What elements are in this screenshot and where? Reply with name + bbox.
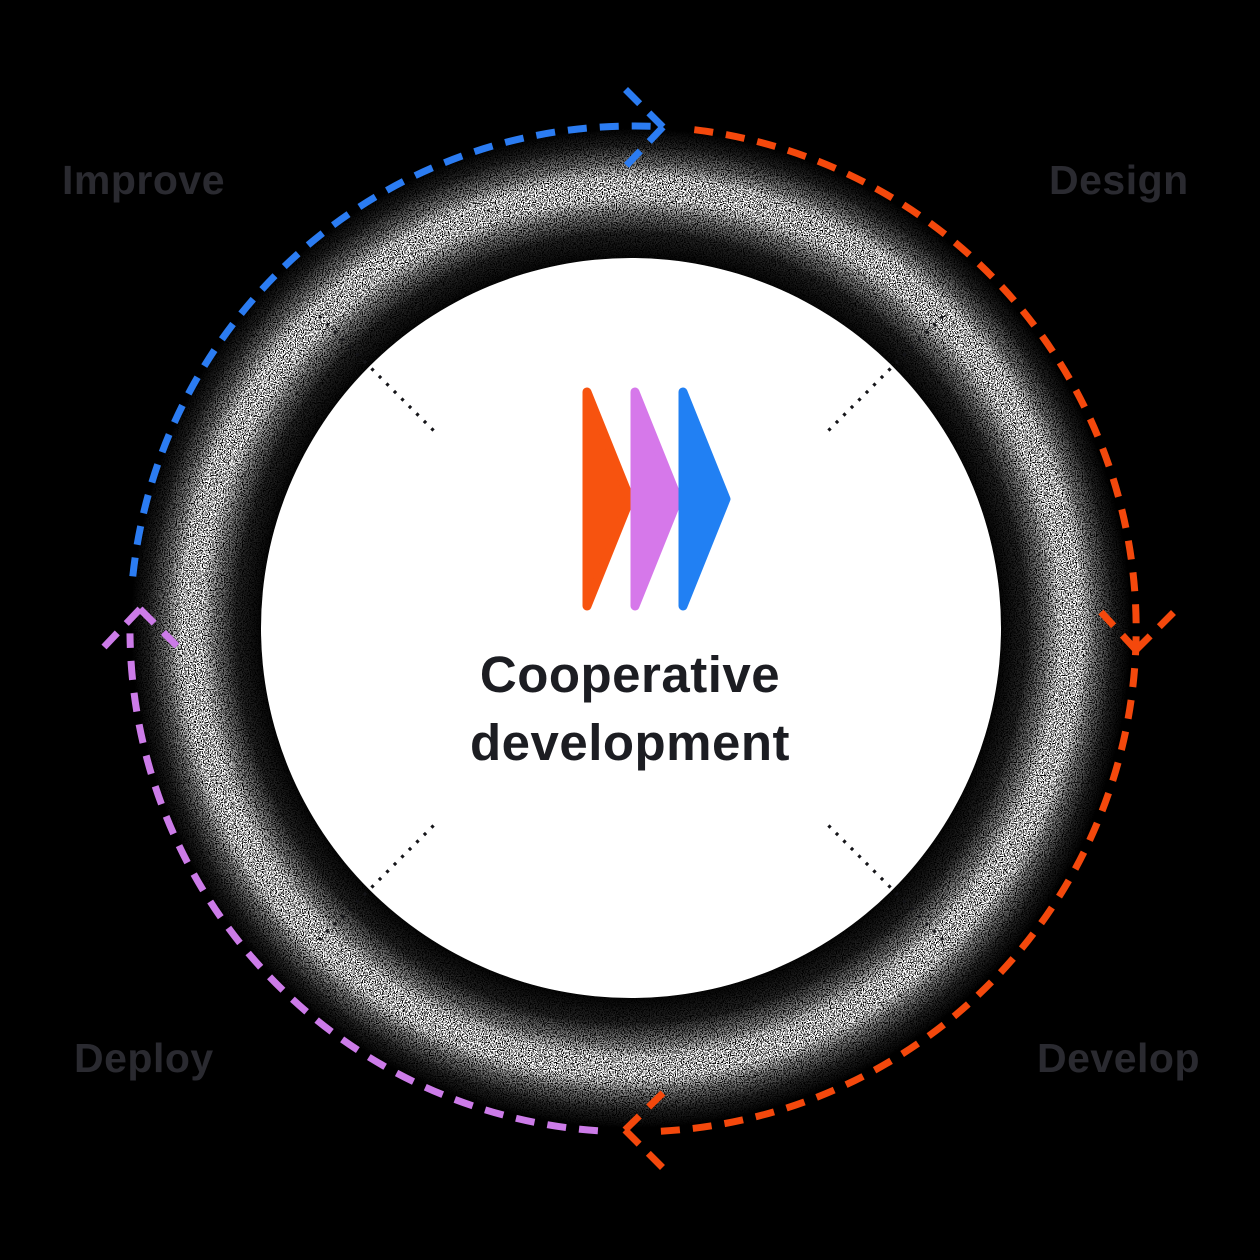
triple-chevron-logo-icon [582, 387, 731, 611]
arrow-right-down-icon [1098, 609, 1177, 653]
corner-ticks [317, 314, 945, 942]
logo-chevron-purple-icon [630, 387, 683, 611]
arrow-left-up-icon [101, 606, 180, 650]
arc-improve-blue [129, 122, 651, 577]
dotted-tick-sw-icon [317, 821, 438, 942]
logo-chevron-orange-icon [582, 387, 635, 611]
logo-chevron-blue-icon [678, 387, 731, 611]
stage-label-improve: Improve [62, 157, 225, 203]
arc-deploy-purple [126, 633, 599, 1135]
stage-label-design: Design [1049, 157, 1189, 203]
dotted-tick-ne-icon [824, 314, 945, 435]
inner-circle [261, 258, 1001, 998]
center-title: Cooperative development [469, 646, 791, 771]
stage-label-deploy: Deploy [74, 1035, 214, 1081]
dotted-tick-se-icon [824, 821, 945, 942]
stage-label-develop: Develop [1037, 1035, 1200, 1081]
arrow-bottom-left-icon [622, 1090, 666, 1171]
arrow-top-right-icon [621, 85, 666, 170]
dotted-tick-nw-icon [317, 314, 438, 435]
